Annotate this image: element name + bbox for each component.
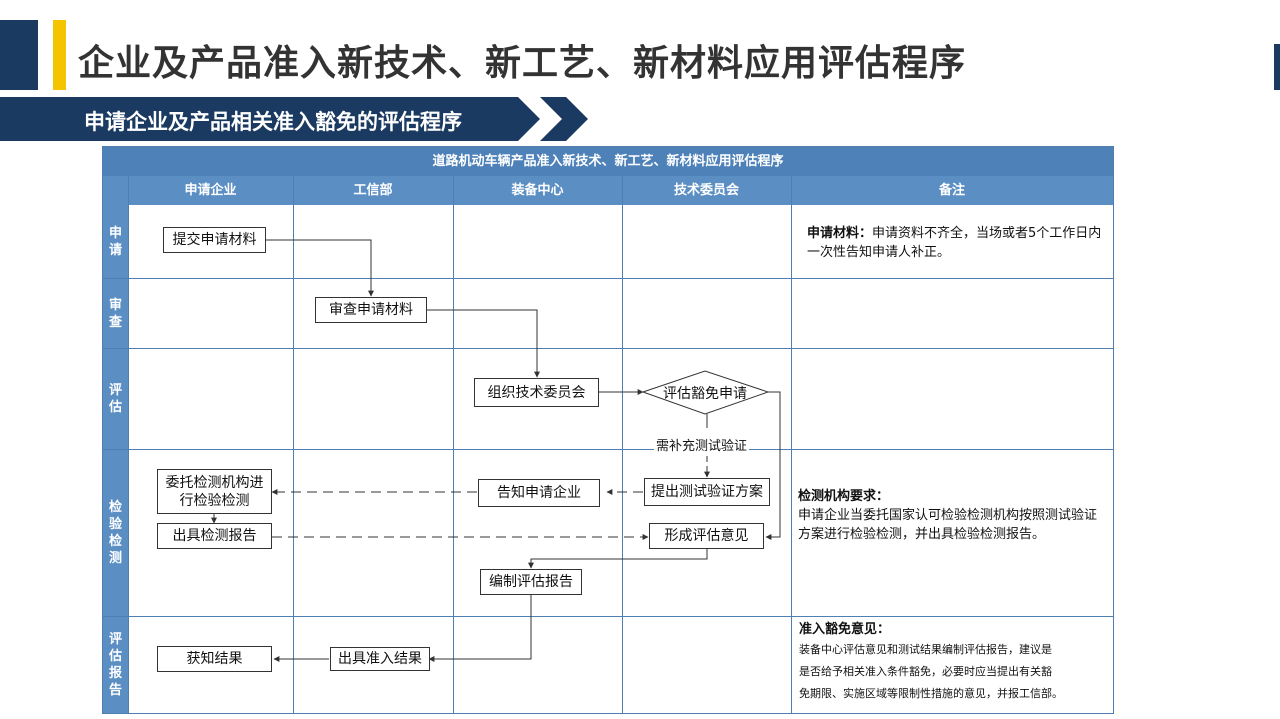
grid-line [128, 176, 129, 713]
node-submit-materials: 提交申请材料 [163, 227, 266, 253]
note-report-title: 准入豁免意见： [799, 622, 891, 637]
subtitle: 申请企业及产品相关准入豁免的评估程序 [84, 110, 462, 134]
note-apply: 申请材料：申请资料不齐全，当场或者5个工作日内一次性告知申请人补正。 [807, 224, 1103, 262]
column-header-equipment-center: 装备中心 [511, 183, 564, 198]
note-testing-title: 检测机构要求： [798, 489, 890, 504]
flow-table [102, 146, 1114, 714]
note-report-line: 免期限、实施区域等限制性措施的意见，并报工信部。 [799, 687, 1063, 700]
page-title: 企业及产品准入新技术、新工艺、新材料应用评估程序 [78, 43, 967, 84]
node-test-plan: 提出测试验证方案 [644, 478, 770, 506]
node-entrust-testing: 委托检测机构进行检验检测 [157, 469, 272, 514]
grid-line [103, 348, 1113, 349]
yellow-accent-bar [53, 20, 66, 90]
grid-line [293, 176, 294, 713]
subtitle-banner [0, 97, 588, 141]
row-label-eval-report: 评估报告 [103, 617, 128, 713]
node-form-opinion: 形成评估意见 [649, 523, 764, 549]
node-issue-result: 出具准入结果 [330, 647, 430, 671]
grid-line [103, 278, 1113, 279]
node-organize-committee: 组织技术委员会 [474, 378, 599, 407]
node-review-materials: 审查申请材料 [315, 297, 427, 323]
grid-line [103, 616, 1113, 617]
node-evaluate-exemption: 评估豁免申请 [663, 386, 747, 402]
note-testing-text: 申请企业当委托国家认可检验检测机构按照测试验证方案进行检验检测，并出具检验检测报… [798, 508, 1098, 542]
note-testing: 检测机构要求： 申请企业当委托国家认可检验检测机构按照测试验证方案进行检验检测，… [798, 487, 1104, 544]
table-title: 道路机动车辆产品准入新技术、新工艺、新材料应用评估程序 [103, 147, 1113, 176]
row-label-testing: 检验检测 [103, 450, 128, 616]
column-header-company: 申请企业 [184, 183, 237, 198]
note-report-line: 装备中心评估意见和测试结果编制评估报告，建议是 [799, 643, 1052, 656]
left-accent-bar [0, 20, 38, 90]
column-header-tech-committee: 技术委员会 [673, 183, 739, 198]
node-obtain-result: 获知结果 [157, 646, 272, 672]
note-apply-text: 申请资料不齐全，当场或者5个工作日内一次性告知申请人补正。 [807, 226, 1102, 260]
note-report: 装备中心评估意见和测试结果编制评估报告，建议是 是否给予相关准入条件豁免，必要时… [799, 639, 1105, 705]
edge-label-need-test: 需补充测试验证 [654, 435, 750, 454]
row-label-review: 审查 [103, 279, 128, 348]
right-edge-mark [1274, 44, 1280, 90]
grid-line [622, 176, 623, 713]
row-label-evaluate: 评估 [103, 349, 128, 449]
column-header-remarks: 备注 [938, 183, 965, 198]
row-label-apply: 申请 [103, 205, 128, 278]
node-issue-test-report: 出具检测报告 [157, 523, 272, 549]
grid-line [791, 176, 792, 713]
note-report-line: 是否给予相关准入条件豁免，必要时应当提出有关豁 [799, 665, 1052, 678]
node-notify-company: 告知申请企业 [478, 479, 600, 507]
decision-diamond [641, 370, 770, 415]
grid-line [453, 176, 454, 713]
column-header-band [103, 176, 1113, 205]
grid-line [103, 449, 1113, 450]
note-apply-title: 申请材料： [807, 226, 873, 241]
node-compile-report: 编制评估报告 [480, 569, 582, 595]
column-header-miit: 工信部 [353, 183, 393, 198]
